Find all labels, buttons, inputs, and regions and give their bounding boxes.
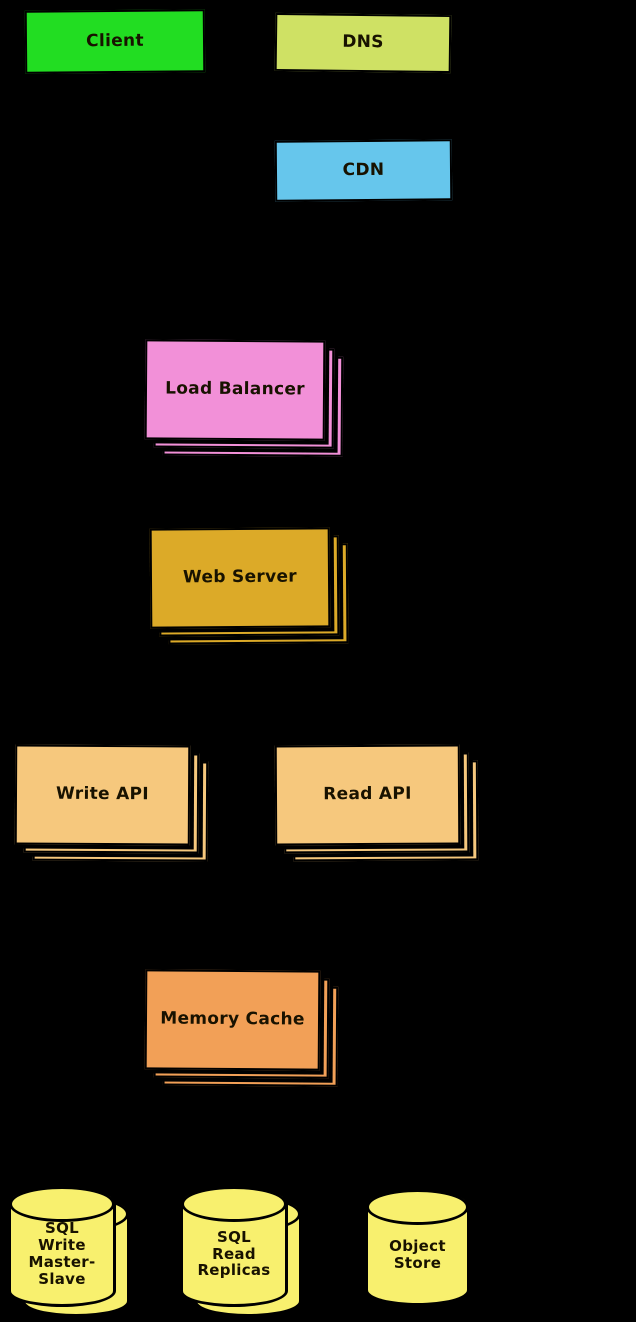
write-api-label: Write API xyxy=(55,783,149,805)
node-dns: DNS xyxy=(274,12,452,74)
client-box: Client xyxy=(24,9,206,74)
sql-read-label: SQL Read Replicas xyxy=(197,1227,271,1280)
client-label: Client xyxy=(86,30,144,51)
node-sql-write-master-slave: SQL Write Master- Slave xyxy=(8,1185,130,1317)
object-store-label: Object Store xyxy=(389,1237,446,1272)
memory-cache-label: Memory Cache xyxy=(160,1008,305,1030)
cdn-label: CDN xyxy=(342,159,385,180)
dns-box: DNS xyxy=(274,12,452,74)
load-balancer-box: Load Balancer xyxy=(144,339,326,441)
node-load-balancer: Load Balancer xyxy=(144,339,344,457)
node-web-server: Web Server xyxy=(149,527,349,645)
sql-write-label: SQL Write Master- Slave xyxy=(28,1219,96,1288)
memory-cache-box: Memory Cache xyxy=(144,969,321,1071)
node-write-api: Write API xyxy=(14,744,209,862)
node-cdn: CDN xyxy=(274,139,453,202)
load-balancer-label: Load Balancer xyxy=(165,378,305,400)
object-store-cylinder: Object Store xyxy=(365,1188,470,1306)
sql-write-cylinder: SQL Write Master- Slave xyxy=(8,1185,116,1307)
web-server-box: Web Server xyxy=(149,527,331,629)
cdn-box: CDN xyxy=(274,139,453,202)
node-read-api: Read API xyxy=(274,744,479,862)
node-client: Client xyxy=(24,9,206,74)
node-object-store: Object Store xyxy=(365,1188,470,1306)
dns-label: DNS xyxy=(342,31,384,53)
web-server-label: Web Server xyxy=(182,566,298,588)
read-api-box: Read API xyxy=(274,744,461,846)
sql-read-cylinder: SQL Read Replicas xyxy=(180,1185,288,1307)
read-api-label: Read API xyxy=(323,783,412,805)
write-api-box: Write API xyxy=(14,744,191,846)
node-memory-cache: Memory Cache xyxy=(144,969,339,1087)
node-sql-read-replicas: SQL Read Replicas xyxy=(180,1185,302,1317)
